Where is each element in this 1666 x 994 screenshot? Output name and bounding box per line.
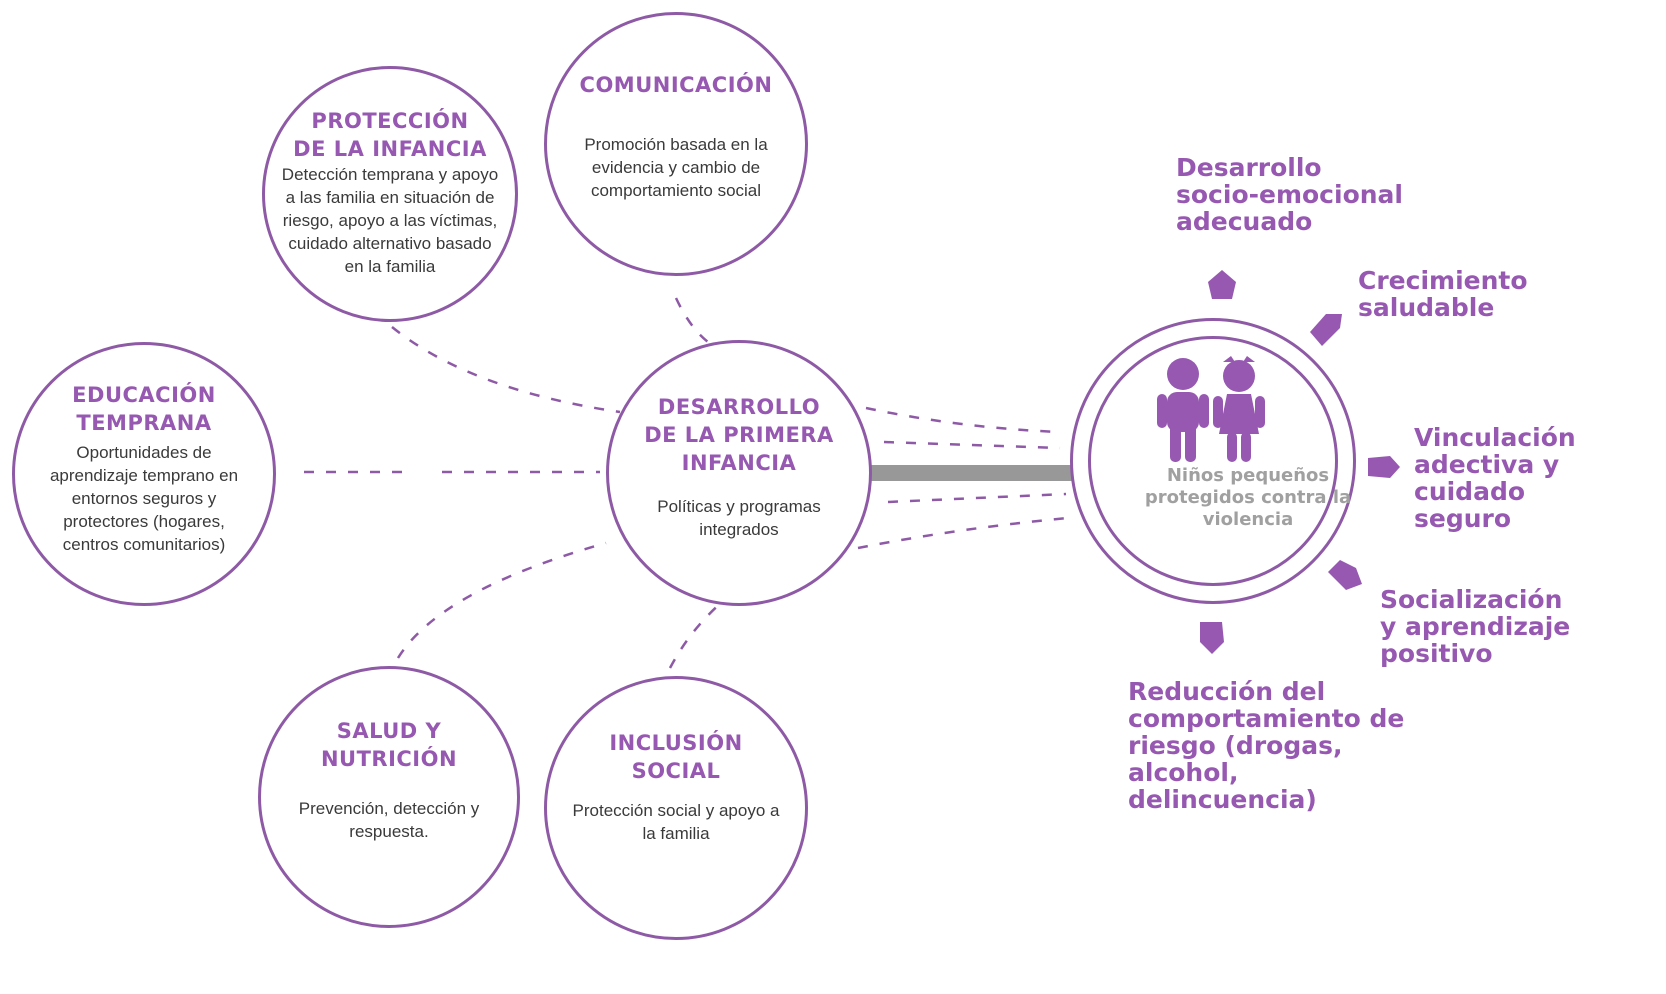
title-comunicacion-line: COMUNICACIÓN bbox=[579, 73, 773, 97]
desc-proteccion-line: riesgo, apoyo a las víctimas, bbox=[282, 211, 498, 230]
circle-proteccion: PROTECCIÓN DE LA INFANCIA Detección temp… bbox=[262, 66, 518, 322]
outcome-socioemocional: Desarrollo socio-emocional adecuado bbox=[1176, 154, 1403, 235]
result-label-line: protegidos contra la bbox=[1144, 487, 1352, 508]
arrow-socializacion-icon bbox=[1328, 560, 1362, 590]
title-central-line: DE LA PRIMERA bbox=[644, 423, 834, 447]
dashed-link-inclusion bbox=[668, 601, 723, 669]
outcome-line: delincuencia) bbox=[1128, 785, 1317, 814]
outcome-line: socio-emocional bbox=[1176, 180, 1403, 209]
outcome-line: adecuado bbox=[1176, 207, 1313, 236]
outcome-line: saludable bbox=[1358, 293, 1495, 322]
result-label: Niños pequeños protegidos contra la viol… bbox=[1130, 465, 1366, 531]
desc-proteccion-line: en la familia bbox=[344, 257, 436, 276]
title-educacion-line: EDUCACIÓN bbox=[72, 383, 216, 407]
desc-central-line: Políticas y programas bbox=[657, 497, 821, 516]
dashed-link-result-4 bbox=[857, 516, 1069, 550]
outcome-reduccion: Reducción del comportamiento de riesgo (… bbox=[1128, 678, 1404, 813]
desc-educacion-line: protectores (hogares, bbox=[63, 512, 225, 531]
arrow-crecimiento-icon bbox=[1310, 314, 1342, 346]
desc-salud-line: respuesta. bbox=[349, 822, 429, 841]
outcome-line: Reducción del bbox=[1128, 677, 1326, 706]
dashed-link-proteccion bbox=[391, 326, 621, 414]
title-educacion: EDUCACIÓN TEMPRANA bbox=[15, 381, 273, 437]
arrow-socioemocional-icon bbox=[1208, 270, 1236, 299]
desc-educacion-line: aprendizaje temprano en bbox=[49, 466, 239, 485]
desc-inclusion-line: la familia bbox=[642, 824, 710, 843]
desc-comunicacion-line: comportamiento social bbox=[590, 181, 762, 200]
desc-educacion-line: centros comunitarios) bbox=[62, 535, 226, 554]
title-comunicacion: COMUNICACIÓN bbox=[547, 71, 805, 99]
title-central-line: DESARROLLO bbox=[657, 395, 821, 419]
outcome-line: positivo bbox=[1380, 639, 1493, 668]
result-label-line: violencia bbox=[1202, 509, 1294, 530]
outcome-line: seguro bbox=[1414, 504, 1512, 533]
dashed-link-result-2 bbox=[883, 440, 1061, 450]
outcome-line: adectiva y bbox=[1414, 450, 1560, 479]
dashed-link-salud bbox=[396, 541, 607, 659]
circle-educacion: EDUCACIÓN TEMPRANA Oportunidades de apre… bbox=[12, 342, 276, 606]
outcome-line: comportamiento de bbox=[1128, 704, 1405, 733]
desc-comunicacion-line: evidencia y cambio de bbox=[591, 158, 761, 177]
title-proteccion: PROTECCIÓN DE LA INFANCIA bbox=[265, 107, 515, 163]
outcome-line: Vinculación bbox=[1414, 423, 1576, 452]
desc-salud-line: Prevención, detección y bbox=[298, 799, 480, 818]
title-central: DESARROLLO DE LA PRIMERA INFANCIA bbox=[609, 393, 869, 477]
desc-central: Políticas y programas integrados bbox=[621, 495, 857, 541]
outcome-line: cuidado bbox=[1414, 477, 1526, 506]
outcome-socializacion: Socialización y aprendizaje positivo bbox=[1380, 586, 1570, 667]
outcome-line: Crecimiento bbox=[1358, 266, 1528, 295]
title-proteccion-line: PROTECCIÓN bbox=[311, 109, 469, 133]
title-educacion-line: TEMPRANA bbox=[76, 411, 212, 435]
desc-salud: Prevención, detección y respuesta. bbox=[273, 797, 505, 843]
desc-comunicacion: Promoción basada en la evidencia y cambi… bbox=[559, 133, 793, 202]
desc-central-line: integrados bbox=[699, 520, 779, 539]
children-icon bbox=[1157, 356, 1265, 462]
result-label-line: Niños pequeños bbox=[1166, 465, 1330, 486]
title-proteccion-line: DE LA INFANCIA bbox=[293, 137, 487, 161]
circle-desarrollo-central: DESARROLLO DE LA PRIMERA INFANCIA Políti… bbox=[606, 340, 872, 606]
desc-comunicacion-line: Promoción basada en la bbox=[584, 135, 768, 154]
dashed-link-result-3 bbox=[887, 492, 1067, 504]
desc-inclusion: Protección social y apoyo a la familia bbox=[559, 799, 793, 845]
desc-educacion-line: entornos seguros y bbox=[71, 489, 217, 508]
circle-salud: SALUD Y NUTRICIÓN Prevención, detección … bbox=[258, 666, 520, 928]
desc-proteccion-line: cuidado alternativo basado bbox=[288, 234, 492, 253]
dashed-link-comunicacion bbox=[674, 297, 709, 343]
title-inclusion-line: SOCIAL bbox=[631, 759, 721, 783]
dashed-link-result-1 bbox=[865, 406, 1061, 434]
arrow-vinculacion-icon bbox=[1368, 456, 1400, 478]
solid-connector-bar bbox=[870, 465, 1076, 481]
outcome-line: Desarrollo bbox=[1176, 153, 1322, 182]
circle-inclusion: INCLUSIÓN SOCIAL Protección social y apo… bbox=[544, 676, 808, 940]
outcome-line: Socialización bbox=[1380, 585, 1563, 614]
desc-inclusion-line: Protección social y apoyo a bbox=[572, 801, 780, 820]
title-inclusion-line: INCLUSIÓN bbox=[609, 731, 743, 755]
circle-comunicacion: COMUNICACIÓN Promoción basada en la evid… bbox=[544, 12, 808, 276]
outcome-vinculacion: Vinculación adectiva y cuidado seguro bbox=[1414, 424, 1576, 532]
desc-proteccion-line: a las familia en situación de bbox=[285, 188, 495, 207]
outcome-line: alcohol, bbox=[1128, 758, 1239, 787]
title-central-line: INFANCIA bbox=[681, 451, 797, 475]
desc-educacion: Oportunidades de aprendizaje temprano en… bbox=[27, 441, 261, 556]
outcome-line: riesgo (drogas, bbox=[1128, 731, 1343, 760]
outcome-line: y aprendizaje bbox=[1380, 612, 1571, 641]
arrow-reduccion-icon bbox=[1200, 622, 1224, 654]
desc-proteccion-line: Detección temprana y apoyo bbox=[281, 165, 499, 184]
result-inner-ring bbox=[1088, 336, 1338, 586]
desc-proteccion: Detección temprana y apoyo a las familia… bbox=[267, 163, 513, 278]
desc-educacion-line: Oportunidades de bbox=[76, 443, 212, 462]
title-salud: SALUD Y NUTRICIÓN bbox=[261, 717, 517, 773]
title-salud-line: NUTRICIÓN bbox=[320, 747, 458, 771]
title-salud-line: SALUD Y bbox=[336, 719, 442, 743]
outcome-crecimiento: Crecimiento saludable bbox=[1358, 267, 1528, 321]
title-inclusion: INCLUSIÓN SOCIAL bbox=[547, 729, 805, 785]
